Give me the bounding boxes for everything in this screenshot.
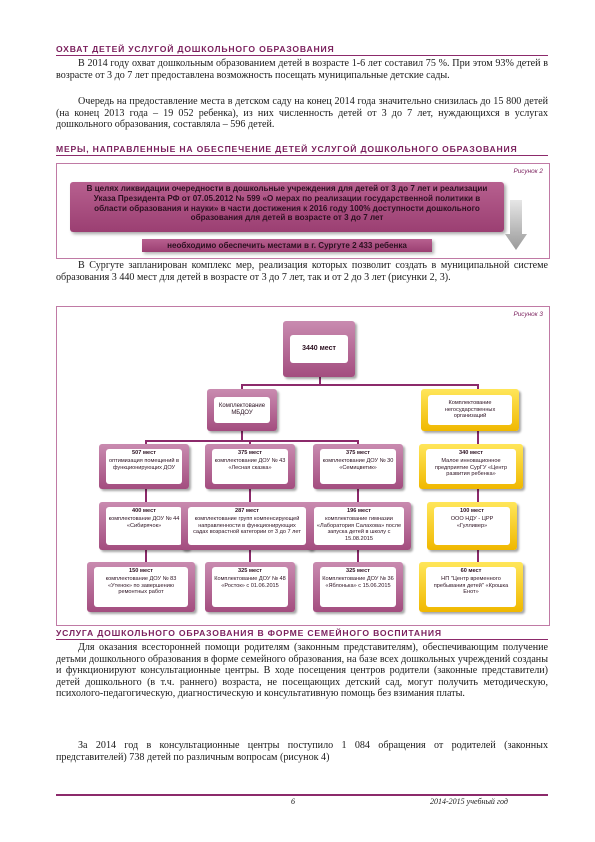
footer-year: 2014-2015 учебный год	[430, 797, 508, 806]
node-text: Комплектование ДОУ № 36 «Яблонька» с 15.…	[322, 576, 394, 589]
connector	[241, 429, 243, 441]
arrow-down-icon	[505, 200, 527, 250]
node-count: 375 мест	[238, 450, 262, 456]
node-count: 60 мест	[460, 568, 482, 574]
node-count: 375 мест	[346, 450, 370, 456]
node-count: 100 мест	[460, 508, 484, 514]
group-mbdou: Комплектование МБДОУ	[207, 389, 277, 431]
section-title-coverage: ОХВАТ ДЕТЕЙ УСЛУГОЙ ДОШКОЛЬНОГО ОБРАЗОВА…	[56, 44, 548, 56]
node-count: 325 мест	[346, 568, 370, 574]
paragraph-queue: Очередь на предоставление места в детско…	[56, 96, 548, 131]
node-text: ООО НДУ - ЦРР «Гулливер»	[450, 516, 494, 529]
connector	[477, 429, 479, 445]
figure-2-label: Рисунок 2	[513, 168, 543, 175]
connector	[357, 487, 359, 503]
connector	[477, 487, 479, 503]
node-col1-3: 150 мест комплектование ДОУ № 83 «Утенок»…	[87, 562, 195, 612]
node-text: НП "Центр временного пребывания детей" «…	[433, 576, 509, 596]
node-col3-1: 375 мест комплектование ДОУ № 30 «Семицве…	[313, 444, 403, 489]
connector	[145, 440, 357, 442]
paragraph-family-centers: Для оказания всесторонней помощи родител…	[56, 642, 548, 700]
node-col2-1: 375 мест комплектование ДОУ № 43 «Лесная …	[205, 444, 295, 489]
paragraph-coverage: В 2014 году охват дошкольным образование…	[56, 58, 548, 81]
section-title-measures: МЕРЫ, НАПРАВЛЕННЫЕ НА ОБЕСПЕЧЕНИЕ ДЕТЕЙ …	[56, 144, 548, 156]
node-count: 400 мест	[132, 508, 156, 514]
section-title-family: УСЛУГА ДОШКОЛЬНОГО ОБРАЗОВАНИЯ В ФОРМЕ С…	[56, 628, 548, 640]
connector	[145, 440, 147, 445]
node-col4-3: 60 мест НП "Центр временного пребывания д…	[419, 562, 523, 612]
node-text: комплектование гимназии «Лаборатория Сал…	[316, 516, 402, 542]
connector	[249, 440, 251, 445]
connector	[477, 384, 479, 390]
connector	[477, 549, 479, 563]
figure-3: Рисунок 3 3440 мест Комплектование МБДОУ…	[56, 306, 550, 626]
page-number: 6	[291, 797, 295, 806]
node-col1-1: 507 мест оптимизация помещений в функцион…	[99, 444, 189, 489]
figure-3-label: Рисунок 3	[513, 311, 543, 318]
connector	[241, 384, 243, 390]
connector	[319, 375, 321, 385]
connector	[357, 549, 359, 563]
chart-root-node: 3440 мест	[283, 321, 355, 377]
node-col3-2: 196 мест комплектование гимназии «Лаборат…	[307, 502, 411, 550]
node-count: 340 мест	[459, 450, 483, 456]
node-count: 150 мест	[129, 568, 153, 574]
group-nongov: Комплектование негосударственных организ…	[421, 389, 519, 431]
node-text: комплектование ДОУ № 83 «Утенок» по заве…	[105, 576, 177, 596]
connector	[357, 440, 359, 445]
node-col2-2: 287 мест комплектование групп компенсирую…	[181, 502, 313, 550]
node-text: оптимизация помещений в функционирующих …	[109, 458, 179, 471]
node-text: комплектование ДОУ № 44 «Сибирячок»	[108, 516, 180, 529]
node-count: 287 мест	[235, 508, 259, 514]
footer-divider	[56, 794, 548, 796]
node-text: комплектование групп компенсирующей напр…	[193, 516, 301, 536]
node-text: Малое инновационное предприятие СурГУ «Ц…	[434, 458, 508, 478]
group-mbdou-label: Комплектование МБДОУ	[214, 397, 270, 423]
connector	[145, 549, 147, 563]
node-col1-2: 400 мест комплектование ДОУ № 44 «Сибиряч…	[99, 502, 189, 550]
node-count: 507 мест	[132, 450, 156, 456]
figure-2: Рисунок 2 В целях ликвидации очередности…	[56, 163, 550, 259]
figure-2-bottom-box: необходимо обеспечить местами в г. Сургу…	[142, 239, 432, 252]
figure-2-main-box: В целях ликвидации очередности в дошколь…	[70, 182, 504, 232]
paragraph-appeals: За 2014 год в консультационные центры по…	[56, 740, 548, 763]
node-text: комплектование ДОУ № 43 «Лесная сказка»	[214, 458, 286, 471]
connector	[249, 487, 251, 503]
node-count: 325 мест	[238, 568, 262, 574]
node-count: 196 мест	[347, 508, 371, 514]
connector	[145, 487, 147, 503]
group-nongov-label: Комплектование негосударственных организ…	[428, 395, 512, 425]
root-count: 3440 мест	[302, 344, 336, 352]
connector	[249, 549, 251, 563]
node-text: Комплектование ДОУ № 48 «Росток» с 01.06…	[214, 576, 286, 589]
paragraph-measures: В Сургуте запланирован комплекс мер, реа…	[56, 260, 548, 283]
node-text: комплектование ДОУ № 30 «Семицветик»	[322, 458, 394, 471]
connector	[241, 384, 477, 386]
